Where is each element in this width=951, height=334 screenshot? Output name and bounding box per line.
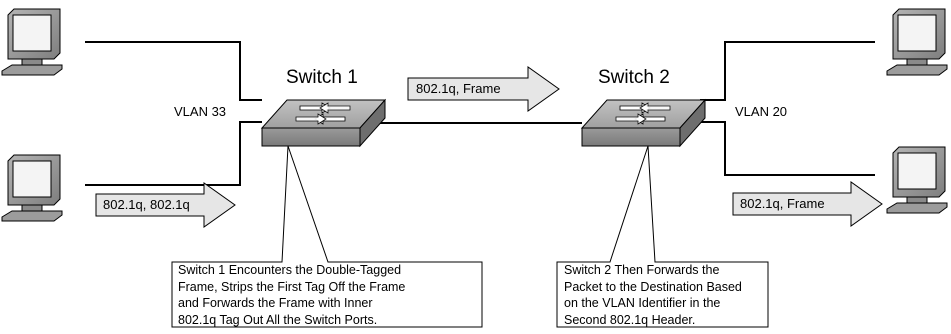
connection-lines (85, 41, 875, 186)
callout-switch1-line: 802.1q Tag Out All the Switch Ports. (178, 312, 378, 327)
link-pc2-switch1 (85, 121, 262, 186)
computer-icon-top-right (886, 8, 948, 76)
callout-box-switch2 (556, 145, 769, 328)
callout-text-switch2: Switch 2 Then Forwards the Packet to the… (564, 262, 742, 328)
arrow-label-trunk: 802.1q, Frame (416, 81, 501, 96)
computer-icon-bottom-left (1, 154, 63, 222)
callout-switch1-line: Frame, Strips the First Tag Off the Fram… (178, 279, 406, 294)
callout-switch2-line: Switch 2 Then Forwards the (564, 263, 720, 277)
arrow-delivered-frame (732, 181, 883, 227)
link-switch2-pc3 (700, 41, 875, 101)
arrow-label-double-tag: 802.1q, 802.1q (103, 197, 190, 212)
callout-switch1-line: and Forwards the Frame with Inner (178, 296, 373, 310)
link-pc1-switch1 (85, 41, 262, 101)
callout-switch2-line: on the VLAN Identifier in the (564, 296, 721, 310)
callout-box-switch1 (171, 145, 483, 328)
callout-switch2-line: Packet to the Destination Based (564, 279, 742, 294)
arrow-trunk-frame (407, 66, 560, 112)
computer-icon-bottom-right (886, 146, 948, 214)
vlan-label-left: VLAN 33 (174, 104, 227, 119)
switch-icon-1 (260, 98, 387, 148)
link-switch2-pc4 (700, 121, 875, 176)
switch-icon-2 (580, 98, 707, 148)
callout-switch1-line: Switch 1 Encounters the Double-Tagged (178, 263, 402, 277)
switch-1-title: Switch 1 (286, 67, 358, 88)
callout-text-switch1: Switch 1 Encounters the Double-Tagged Fr… (178, 262, 405, 328)
computer-icon-top-left (1, 8, 63, 76)
switch-2-title: Switch 2 (598, 67, 670, 88)
vlan-label-right: VLAN 20 (735, 104, 788, 119)
arrow-label-delivered: 802.1q, Frame (740, 196, 825, 211)
arrow-double-tag (95, 182, 236, 228)
callout-switch2-line: Second 802.1q Header. (564, 312, 696, 327)
